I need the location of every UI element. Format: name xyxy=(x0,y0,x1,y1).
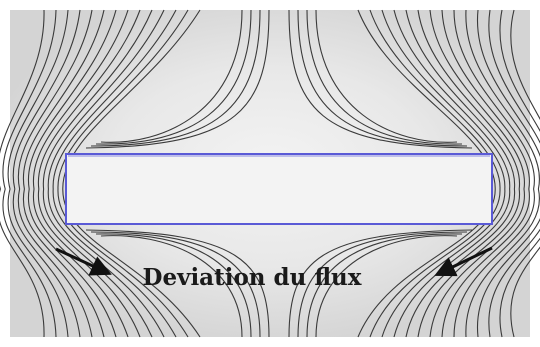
flux-lines xyxy=(0,9,540,338)
flux-line-left xyxy=(27,9,117,338)
flux-line-bottom-left xyxy=(85,229,270,338)
flux-line-bottom-left xyxy=(90,231,261,338)
arrow-right-down-icon xyxy=(55,247,112,276)
flux-line-bottom-right xyxy=(315,235,458,338)
flux-line-left xyxy=(2,9,57,338)
flux-line-top-left xyxy=(90,9,261,147)
slot xyxy=(65,153,493,225)
flux-line-left xyxy=(47,9,165,338)
flux-line-top-right xyxy=(297,9,468,147)
flux-line-right xyxy=(393,9,511,338)
flux-line-right xyxy=(429,9,525,338)
flux-line-bottom-right xyxy=(306,233,463,338)
flux-line-left xyxy=(17,9,93,338)
annotation-label: Deviation du flux xyxy=(143,264,362,291)
arrow-left-down-icon xyxy=(434,246,493,277)
flux-line-right xyxy=(441,9,530,338)
flux-line-top-left xyxy=(95,9,252,145)
flux-line-right xyxy=(488,9,540,338)
flux-line-bottom-right xyxy=(297,231,468,338)
flux-line-right xyxy=(369,9,501,338)
flux-line-right xyxy=(499,9,540,338)
flux-line-right xyxy=(510,9,540,338)
flux-line-top-left xyxy=(100,9,243,143)
flux-line-left xyxy=(57,9,189,338)
flux-line-left xyxy=(12,9,81,338)
flux-line-right xyxy=(417,9,520,338)
flux-line-right xyxy=(405,9,515,338)
flux-line-left xyxy=(37,9,141,338)
flux-line-bottom-left xyxy=(95,233,252,338)
flux-line-left xyxy=(42,9,153,338)
flux-line-left xyxy=(32,9,129,338)
flux-line-right xyxy=(465,9,540,338)
flux-line-top-right xyxy=(315,9,458,143)
flux-line-right xyxy=(477,9,540,338)
flux-line-left xyxy=(52,9,177,338)
flux-line-left xyxy=(62,9,201,338)
flux-line-right xyxy=(381,9,506,338)
flux-line-left xyxy=(7,9,69,338)
flux-line-bottom-left xyxy=(100,235,243,338)
flux-line-top-right xyxy=(288,9,473,149)
flux-line-right xyxy=(453,9,535,338)
flux-line-left xyxy=(22,9,105,338)
flux-line-left xyxy=(0,9,45,338)
flux-line-right xyxy=(357,9,496,338)
flux-line-bottom-right xyxy=(288,229,473,338)
flux-line-top-right xyxy=(306,9,463,145)
flux-line-top-left xyxy=(85,9,270,149)
